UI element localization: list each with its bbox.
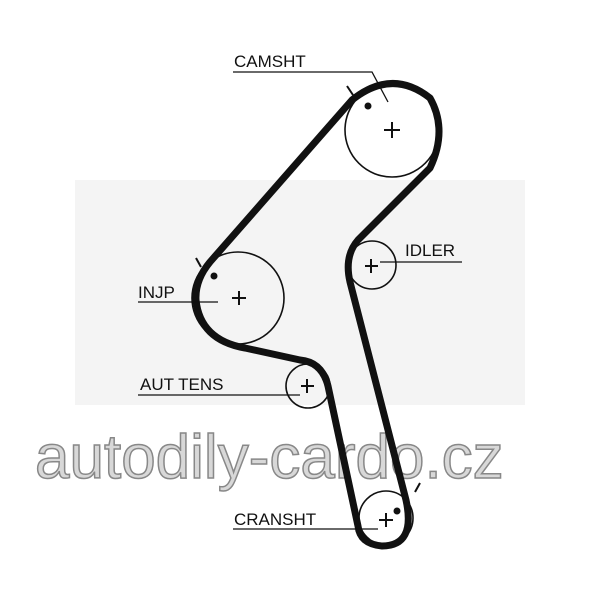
label-idler: IDLER xyxy=(405,241,455,260)
timing-belt xyxy=(192,80,443,550)
label-crankshaft: CRANSHT xyxy=(234,510,316,529)
background-texture xyxy=(75,180,525,405)
center-marks xyxy=(195,85,421,527)
label-auto-tensioner: AUT TENS xyxy=(140,375,223,394)
label-injection-pump: INJP xyxy=(138,283,175,302)
label-camshaft: CAMSHT xyxy=(234,52,306,71)
timing-dots xyxy=(210,102,401,515)
watermark: autodily-cardo.cz xyxy=(35,423,504,492)
leader-lines xyxy=(138,71,462,530)
